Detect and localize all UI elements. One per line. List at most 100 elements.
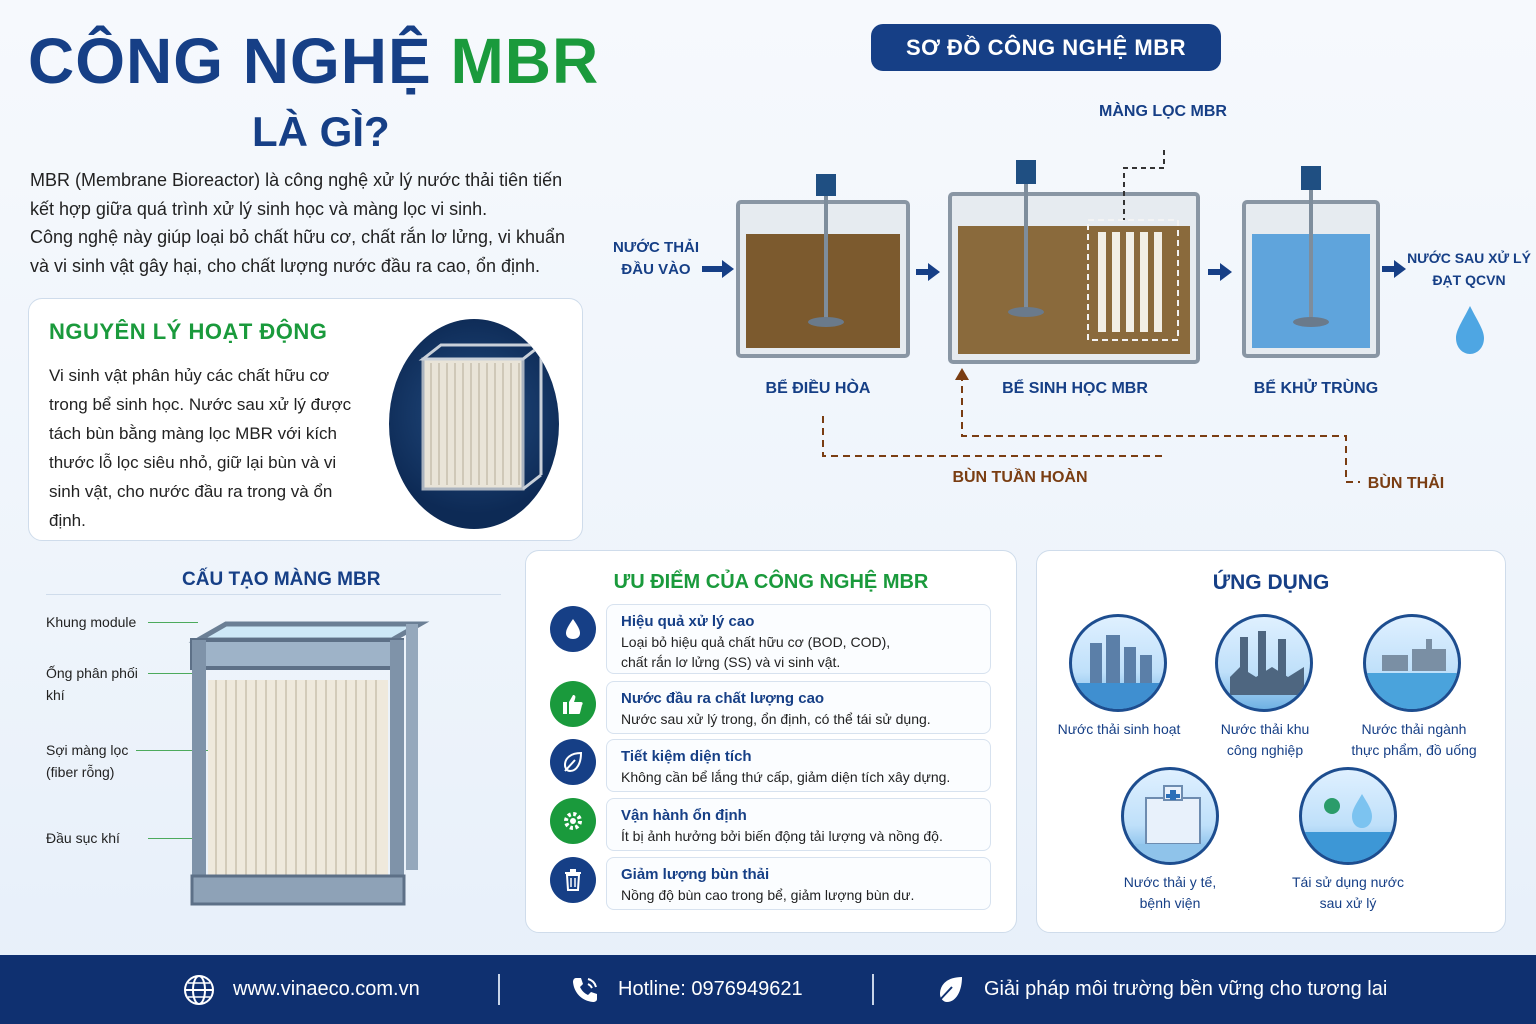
advantage-item: Hiệu quả xử lý cao Loại bỏ hiệu quả chất… (606, 604, 991, 674)
leaf-icon (934, 975, 966, 1005)
label-line: NƯỚC THẢI (612, 239, 700, 256)
label-line: Tái sử dụng nước (1292, 874, 1404, 890)
advantage-desc: Loại bỏ hiệu quả chất hữu cơ (BOD, COD), (621, 634, 891, 650)
intro-line: Công nghệ này giúp loại bỏ chất hữu cơ, … (30, 227, 566, 247)
label-line: Nước thải sinh hoạt (1057, 721, 1181, 737)
application-label: Nước thải ngành thực phẩm, đồ uống (1334, 719, 1494, 761)
advantage-desc: Không cần bể lắng thứ cấp, giảm diện tíc… (621, 769, 951, 785)
hotline-text[interactable]: Hotline: 0976949621 (618, 978, 803, 1000)
advantage-item: Tiết kiệm diện tích Không cần bể lắng th… (606, 739, 991, 792)
label-air-pipe: Ống phân phối khí (46, 662, 138, 706)
leader-line (148, 838, 198, 839)
intro-paragraph: MBR (Membrane Bioreactor) là công nghệ x… (30, 166, 590, 280)
label-line: Nước thải y tế, (1123, 874, 1217, 890)
footer-bar: www.vinaeco.com.vn Hotline: 0976949621 G… (0, 955, 1536, 1024)
food-plant-icon (1363, 614, 1461, 712)
hospital-icon (1121, 767, 1219, 865)
label-fiber: Sợi màng lọc (fiber rỗng) (46, 739, 128, 783)
waste-sludge-label: BÙN THẢI (1367, 475, 1445, 492)
advantage-item: Vận hành ổn định Ít bị ảnh hưởng bởi biế… (606, 798, 991, 851)
label-line: (fiber rỗng) (46, 764, 115, 780)
tank-label-bio: BỂ SINH HỌC MBR (1002, 380, 1148, 397)
water-drop-icon (550, 606, 596, 652)
advantage-desc: chất rắn lơ lửng (SS) và vi sinh vật. (621, 654, 841, 670)
leader-line (136, 750, 222, 751)
website-link[interactable]: www.vinaeco.com.vn (233, 978, 420, 1000)
page-title-highlight: MBR (450, 25, 600, 97)
label-line: NƯỚC SAU XỬ LÝ (1407, 250, 1531, 266)
footer-slogan: Giải pháp môi trường bền vững cho tương … (934, 955, 1387, 1024)
label-line: thực phẩm, đồ uống (1351, 742, 1477, 758)
applications-heading: ỨNG DỤNG (1212, 571, 1330, 594)
leader-line (148, 673, 198, 674)
factory-icon (1215, 614, 1313, 712)
thumbs-up-icon (550, 681, 596, 727)
outlet-label: NƯỚC SAU XỬ LÝ ĐẠT QCVN (1402, 247, 1536, 291)
advantages-card: ƯU ĐIỂM CỦA CÔNG NGHỆ MBR Hiệu quả xử lý… (525, 550, 1017, 933)
tank-label-equalization: BỂ ĐIỀU HÒA (765, 380, 871, 397)
advantage-item: Nước đầu ra chất lượng cao Nước sau xử l… (606, 681, 991, 734)
advantage-title: Nước đầu ra chất lượng cao (621, 690, 825, 707)
label-line: Nước thải ngành (1361, 721, 1467, 737)
flow-arrows (702, 260, 1406, 281)
principle-text: Vi sinh vật phân hủy các chất hữu cơ tro… (49, 366, 352, 530)
disinfection-tank (1242, 166, 1380, 358)
footer-divider (498, 974, 500, 1005)
sludge-lines (822, 374, 1360, 483)
principle-heading: NGUYÊN LÝ HOẠT ĐỘNG (49, 319, 328, 344)
schematic-heading: SƠ ĐỒ CÔNG NGHỆ MBR (871, 24, 1221, 71)
intro-line: MBR (Membrane Bioreactor) là công nghệ x… (30, 170, 563, 190)
tank-label-disinfection: BỂ KHỬ TRÙNG (1253, 380, 1379, 397)
applications-card: ỨNG DỤNG Nước thải sinh hoạt Nước thải k… (1036, 550, 1506, 933)
advantage-desc: Ít bị ảnh hưởng bởi biến động tải lượng … (621, 828, 943, 844)
leaf-icon (550, 739, 596, 785)
advantage-desc: Nước sau xử lý trong, ổn định, có thể tá… (621, 711, 931, 727)
slogan-text: Giải pháp môi trường bền vững cho tương … (984, 978, 1388, 1000)
advantage-title: Giảm lượng bùn thải (621, 866, 770, 883)
advantage-title: Hiệu quả xử lý cao (621, 613, 755, 630)
principle-card: NGUYÊN LÝ HOẠT ĐỘNG Vi sinh vật phân hủy… (28, 298, 583, 541)
label-line: Ống phân phối (46, 665, 138, 681)
membrane-label: MÀNG LỌC MBR (1099, 103, 1227, 120)
inlet-label: NƯỚC THẢI ĐẦU VÀO (596, 237, 716, 281)
leader-line (148, 622, 198, 623)
advantage-title: Vận hành ổn định (621, 807, 747, 824)
application-label: Nước thải y tế, bệnh viện (1090, 872, 1250, 914)
advantage-item: Giảm lượng bùn thải Nồng độ bùn cao tron… (606, 857, 991, 910)
application-label: Nước thải khu công nghiệp (1185, 719, 1345, 761)
water-reuse-icon (1299, 767, 1397, 865)
advantage-desc: Nồng độ bùn cao trong bể, giảm lượng bùn… (621, 887, 915, 903)
label-line: Sợi màng lọc (46, 742, 129, 758)
return-sludge-label: BÙN TUẦN HOÀN (952, 469, 1088, 486)
label-line: công nghiệp (1226, 742, 1304, 758)
footer-divider (872, 974, 874, 1005)
label-line: khí (46, 687, 65, 703)
label-line: ĐẦU VÀO (621, 261, 691, 278)
label-line: bệnh viện (1139, 895, 1201, 911)
intro-line: kết hợp giữa quá trình xử lý sinh học và… (30, 198, 488, 219)
application-label: Nước thải sinh hoạt (1039, 719, 1199, 740)
phone-icon (570, 975, 600, 1005)
membrane-module-photo (389, 319, 559, 529)
label-frame: Khung module (46, 614, 137, 630)
page-subtitle: LÀ GÌ? (252, 108, 390, 155)
water-drop-icon (1456, 306, 1484, 354)
membrane-module-illustration (180, 610, 440, 910)
advantage-title: Tiết kiệm diện tích (621, 748, 752, 765)
bioreactor-tank (948, 150, 1200, 364)
trash-icon (550, 857, 596, 903)
footer-website[interactable]: www.vinaeco.com.vn (183, 955, 420, 1024)
footer-hotline[interactable]: Hotline: 0976949621 (570, 955, 803, 1024)
label-line: ĐẠT QCVN (1432, 272, 1506, 288)
gear-icon (550, 798, 596, 844)
intro-line: và vi sinh vật gây hại, cho chất lượng n… (30, 255, 540, 276)
page-title: CÔNG NGHỆ MBR (28, 24, 599, 98)
advantages-heading: ƯU ĐIỂM CỦA CÔNG NGHỆ MBR (613, 571, 929, 593)
globe-icon (183, 974, 215, 1006)
page-title-main: CÔNG NGHỆ (28, 25, 451, 97)
structure-heading: CẤU TẠO MÀNG MBR (182, 569, 381, 590)
equalization-tank (736, 174, 910, 358)
label-diffuser: Đầu sục khí (46, 830, 120, 846)
label-line: Nước thải khu (1220, 721, 1310, 737)
structure-divider (46, 594, 501, 595)
